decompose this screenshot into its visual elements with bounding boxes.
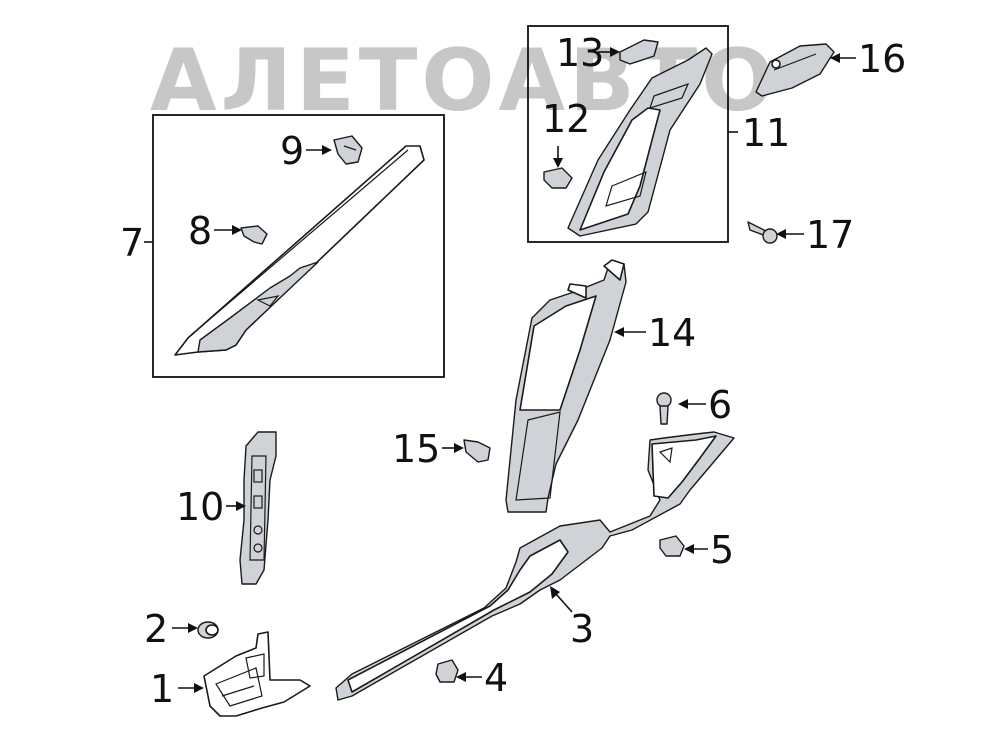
part-9-bracket <box>333 135 363 165</box>
arrowhead-4 <box>456 672 466 682</box>
arrowhead-1 <box>194 683 204 693</box>
callout-15: 15 <box>392 427 440 471</box>
part-10-trim-strip <box>239 431 277 585</box>
part-1-kick-panel <box>203 631 311 717</box>
group-box-11 <box>527 25 729 243</box>
callout-12: 12 <box>542 97 590 141</box>
callout-8: 8 <box>188 209 212 253</box>
arrowhead-2 <box>188 623 198 633</box>
part-11-b-pillar-upper <box>567 47 713 237</box>
arrowhead-14 <box>614 327 624 337</box>
callout-2: 2 <box>144 607 168 651</box>
arrowhead-3 <box>550 586 560 599</box>
arrowhead-9 <box>322 145 332 155</box>
arrowhead-13 <box>610 47 620 57</box>
callout-10: 10 <box>176 485 224 529</box>
callout-1: 1 <box>150 667 174 711</box>
leader-lines <box>144 47 856 693</box>
part-7-a-pillar-trim <box>174 145 425 356</box>
part-14-b-pillar-lower <box>505 259 627 513</box>
leader-3 <box>555 593 573 613</box>
arrowhead-12 <box>553 158 563 168</box>
arrowhead-5 <box>684 544 694 554</box>
callout-labels: 1 2 3 4 5 6 7 8 9 10 11 12 13 14 15 16 1… <box>120 31 906 711</box>
callout-14: 14 <box>648 311 696 355</box>
arrowhead-8 <box>232 225 242 235</box>
callout-7: 7 <box>120 221 144 265</box>
callout-4: 4 <box>484 656 508 700</box>
callout-17: 17 <box>806 213 854 257</box>
part-13-clip <box>619 39 659 65</box>
part-16-handle <box>755 43 835 97</box>
part-4-clip <box>435 659 459 683</box>
arrowhead-10 <box>236 501 246 511</box>
callout-5: 5 <box>710 528 734 572</box>
arrowhead-15 <box>454 443 464 453</box>
callout-9: 9 <box>280 129 304 173</box>
part-8-clip <box>240 225 268 245</box>
callout-11: 11 <box>742 111 790 155</box>
arrowhead-16 <box>830 53 840 63</box>
callout-3: 3 <box>570 607 594 651</box>
arrowhead-6 <box>678 399 688 409</box>
part-12-clip <box>543 167 573 189</box>
arrowhead-17 <box>776 229 786 239</box>
callout-16: 16 <box>858 37 906 81</box>
callout-6: 6 <box>708 383 732 427</box>
part-17-screw <box>747 221 778 244</box>
part-3-sill-trim <box>335 431 735 701</box>
part-2-grommet <box>197 621 219 639</box>
part-5-clip <box>659 535 685 557</box>
part-15-clip <box>463 439 491 463</box>
group-box-7 <box>152 114 445 378</box>
part-6-screw <box>656 392 672 425</box>
callout-13: 13 <box>556 31 604 75</box>
